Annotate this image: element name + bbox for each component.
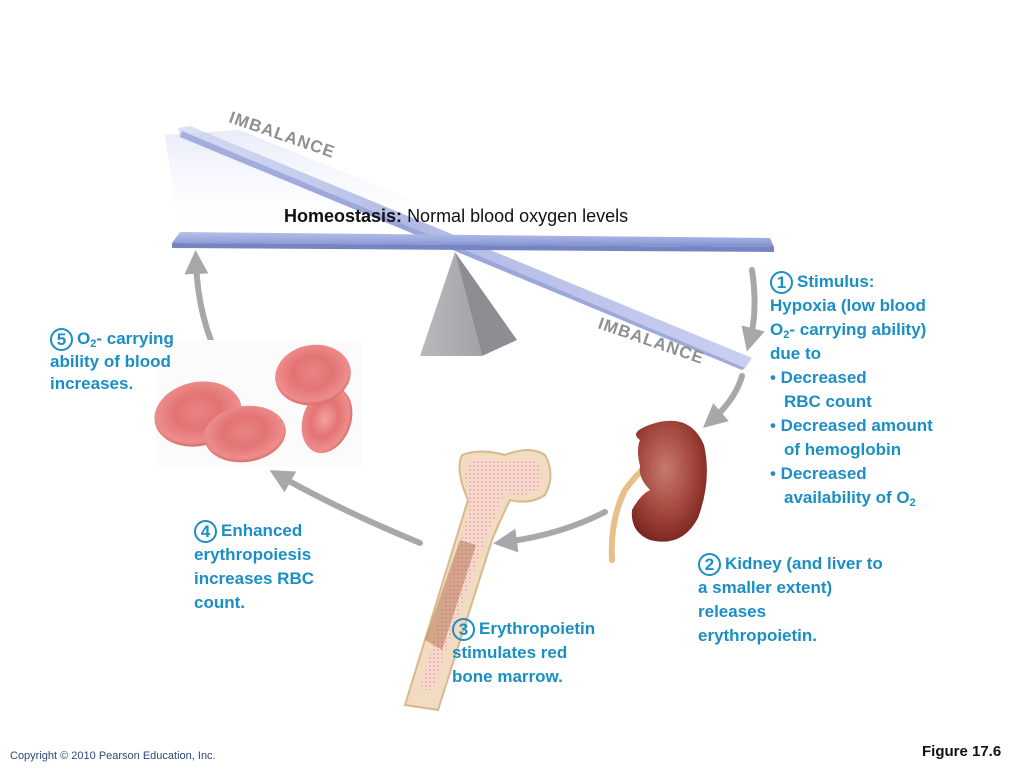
arrow-stimulus-down [741,267,765,352]
step-text-line: Kidney (and liver to [725,554,883,573]
step-heading: Stimulus: [797,272,875,291]
homeostasis-title: Homeostasis: Normal blood oxygen levels [284,206,628,227]
step-text-line: Erythropoietin [479,619,596,638]
red-blood-cells-icon [154,344,353,463]
bullet-item-cont: of hemoglobin [784,440,902,459]
step-text-line: due to [770,344,821,363]
copyright-notice: Copyright © 2010 Pearson Education, Inc. [10,750,216,762]
title-rest: Normal blood oxygen levels [407,206,629,226]
bullet-item: • Decreased [770,368,867,387]
step-text-line: ability of blood [50,352,171,371]
bullet-item-cont: availability of O2 [784,488,916,509]
figure-label: Figure 17.6 [922,743,1002,760]
step-number-badge: 2 [698,553,721,576]
step-number-badge: 1 [770,271,793,294]
arrow-to-kidney [702,373,745,428]
step-number-badge: 5 [50,328,73,351]
step-text-line: bone marrow. [452,667,563,686]
bone-icon [403,449,552,712]
step-text-line: a smaller extent) [698,578,833,597]
bullet-item: • Decreased [770,464,867,483]
step-text-line: increases RBC [194,569,315,588]
step-text-line: O2- carrying ability) [770,320,927,341]
bullet-item-cont: RBC count [784,392,872,411]
step-number-badge: 4 [194,520,217,543]
fulcrum [420,252,517,356]
level-beam [172,232,774,252]
bullet-item: • Decreased amount [770,416,933,435]
step-number-badge: 3 [452,618,475,641]
step-text-line: stimulates red [452,643,568,662]
arrow-bone-to-rbc [269,470,423,546]
kidney-icon [608,420,707,563]
step-text-line: Enhanced [221,521,303,540]
arrow-kidney-to-bone [493,509,608,553]
step-text-line: erythropoietin. [698,626,818,645]
title-bold: Homeostasis: [284,206,403,226]
step-text-line: erythropoiesis [194,545,312,564]
step-text-line: count. [194,593,245,612]
step-text-line: Hypoxia (low blood [770,296,926,315]
step-text-line: increases. [50,374,134,393]
step-text-line: releases [698,602,767,621]
